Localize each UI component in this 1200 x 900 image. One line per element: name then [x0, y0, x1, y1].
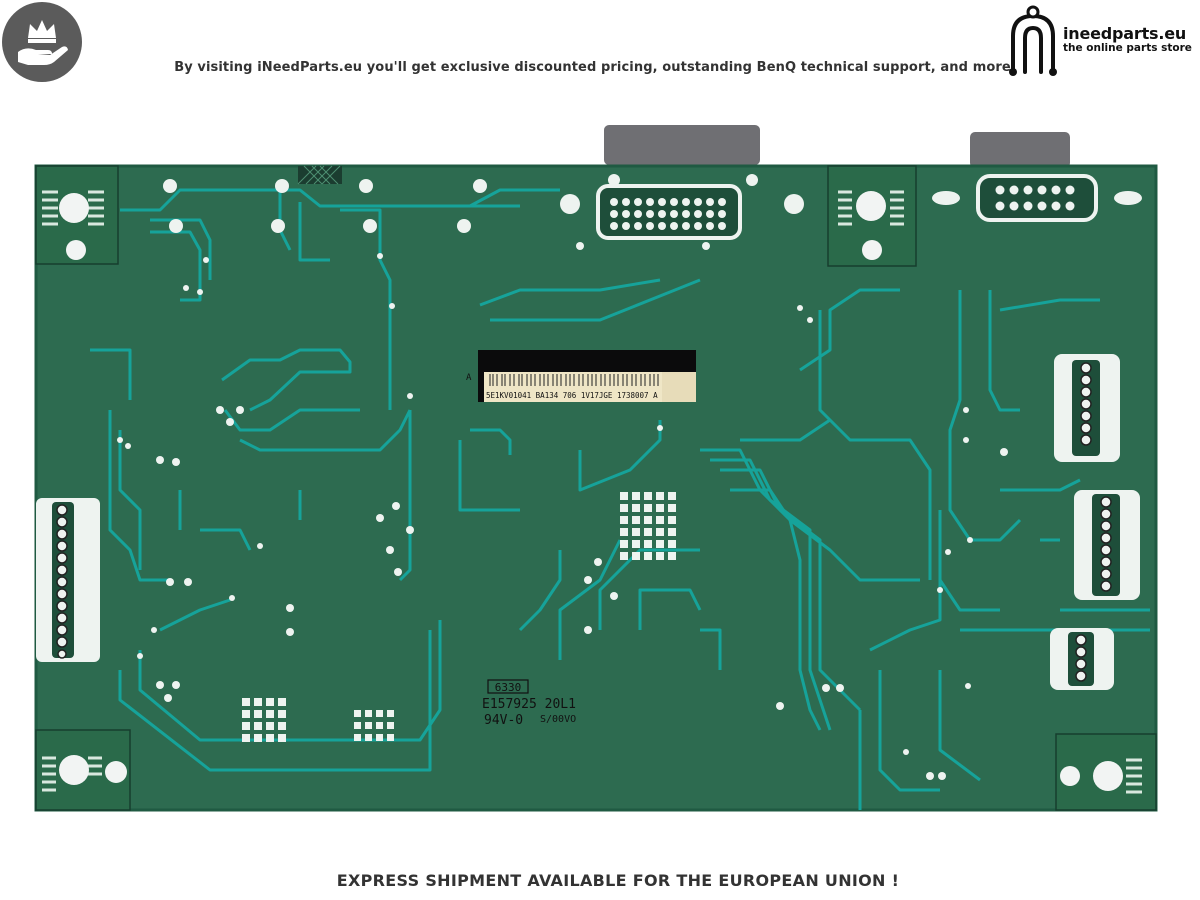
mounting-hole-bottom-right	[1055, 733, 1157, 811]
mounting-hole-top-left	[35, 165, 119, 265]
circuit-n-icon	[1009, 5, 1057, 76]
test-pad-grid-right	[354, 710, 394, 741]
vga-connector-housing	[970, 132, 1070, 168]
barcode-label: 5E1KV01041 BA134 706 1V17JGE 1738007 A	[478, 350, 696, 402]
right-connector-jp02	[1074, 490, 1140, 600]
right-connector-j7	[1054, 354, 1120, 462]
ineedparts-logo[interactable]: ineedparts.eu the online parts store	[1003, 2, 1198, 78]
silkscreen-line-2: 94V-0	[484, 713, 523, 728]
right-connector-jp01	[1050, 628, 1114, 690]
promo-tagline: By visiting iNeedParts.eu you'll get exc…	[174, 60, 1011, 75]
crown-hand-badge	[2, 2, 82, 82]
mounting-hole-top-mid	[827, 165, 917, 267]
crown-icon	[18, 20, 68, 65]
logo-name: ineedparts.eu	[1063, 24, 1187, 43]
bga-pad-grid	[620, 492, 676, 560]
vga-connector-pads	[932, 174, 1142, 222]
silkscreen-line-1: E157925 20L1	[482, 697, 576, 712]
test-pad-grid-left	[242, 698, 286, 742]
barcode-text: 5E1KV01041 BA134 706 1V17JGE 1738007 A	[486, 391, 658, 400]
label-a: A	[466, 373, 472, 383]
silkscreen-line-3: S/00VO	[540, 714, 576, 725]
express-shipment-banner: EXPRESS SHIPMENT AVAILABLE FOR THE EUROP…	[336, 871, 900, 890]
vias	[117, 174, 1008, 780]
left-ribbon-connector	[36, 498, 100, 662]
logo-subtitle: the online parts store	[1063, 42, 1192, 54]
dvi-connector-housing	[604, 125, 760, 165]
board	[36, 166, 1156, 810]
copper-traces	[90, 188, 1150, 810]
dvi-connector-pads	[596, 184, 742, 240]
code-box-text: 6330	[495, 681, 522, 694]
mounting-hole-bottom-left	[35, 729, 131, 811]
pcb-board-photo: 5E1KV01041 BA134 706 1V17JGE 1738007 A A…	[34, 125, 1158, 812]
code-box	[487, 679, 529, 694]
